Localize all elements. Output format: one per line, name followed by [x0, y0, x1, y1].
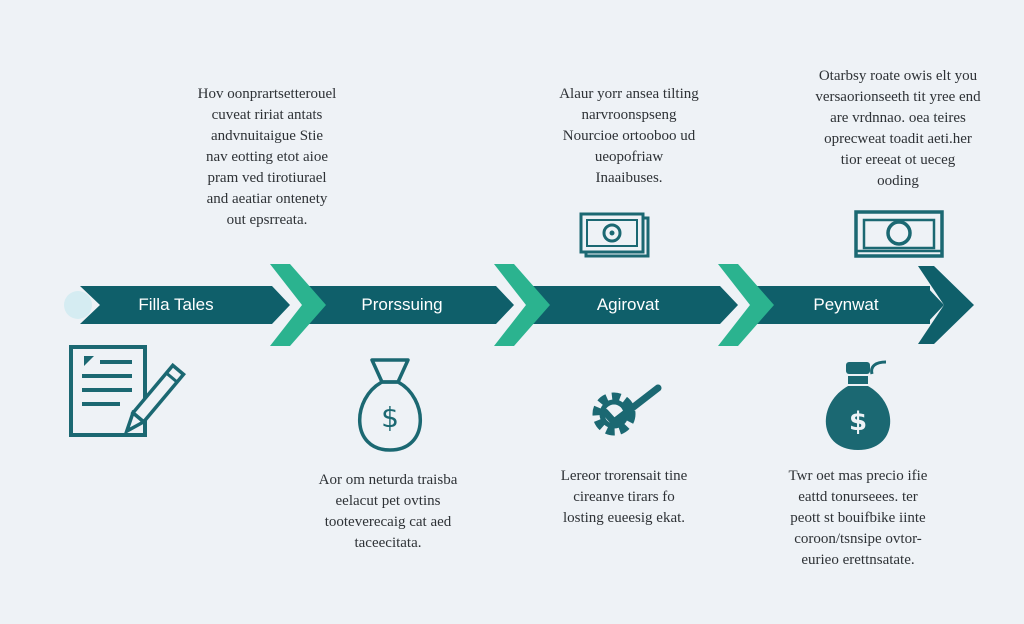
desc-line: Inaaibuses.	[595, 170, 663, 186]
cash-stack-icon	[579, 212, 650, 258]
desc-line: ueopofriaw	[594, 149, 664, 165]
money-bag-outline-icon: $	[358, 358, 422, 452]
chevron-3	[718, 264, 774, 346]
desc-line: coroon/tsnsipe ovtor-	[794, 531, 922, 547]
stage-label-3: Agirovat	[596, 295, 660, 314]
desc-line: versaorionseeth tit yree end	[815, 89, 981, 105]
desc-line: and aeatiar ontenety	[206, 191, 328, 207]
desc-line: ooding	[877, 173, 919, 189]
svg-text:$: $	[381, 401, 399, 434]
arrow-segment-1	[80, 286, 290, 324]
desc-line: taceecitata.	[354, 535, 422, 551]
svg-text:$: $	[849, 407, 867, 437]
desc-line: Lereor trorensait tine	[560, 468, 688, 484]
start-glow	[64, 291, 92, 319]
stage-label-4: Peynwat	[813, 295, 879, 314]
chevron-2	[494, 264, 550, 346]
gear-check-icon	[592, 384, 662, 436]
desc-line: Nourcioe ortooboo ud	[562, 128, 696, 144]
desc-line: cireanve tirars fo	[573, 489, 675, 505]
desc-line: tooteverecaig cat aed	[324, 514, 452, 530]
desc-line: Twr oet mas precio ifie	[788, 468, 928, 484]
bottom-description-stage3: Lereor trorensait tine cireanve tirars f…	[514, 466, 734, 529]
desc-line: eelacut pet ovtins	[335, 493, 441, 509]
top-description-stage4: Otarbsy roate owis elt you versaorionsee…	[780, 66, 1016, 192]
chevron-1	[270, 264, 326, 346]
document-pencil-icon	[69, 345, 186, 437]
stage-label-1: Filla Tales	[138, 295, 214, 314]
desc-line: pram ved tirotiurael	[207, 170, 327, 186]
desc-line: cuveat ririat antats	[211, 107, 323, 123]
desc-line: andvnuitaigue Stie	[210, 128, 324, 144]
desc-line: Aor om neturda traisba	[318, 472, 458, 488]
money-bag-solid-icon: $	[825, 360, 891, 450]
arrow-head-fill	[926, 286, 944, 324]
desc-line: out epsrreata.	[226, 212, 308, 228]
desc-line: eattd tonurseees. ter	[798, 489, 918, 505]
desc-line: are vrdnnao. oea teires	[830, 110, 966, 126]
desc-line: eurieo erettnsatate.	[801, 552, 915, 568]
bottom-description-stage2: Aor om neturda traisba eelacut pet ovtin…	[278, 470, 498, 554]
desc-line: Otarbsy roate owis elt you	[818, 68, 978, 84]
desc-line: nav eotting etot aioe	[205, 149, 329, 165]
arrow-segment-2	[296, 286, 514, 324]
cash-banknote-icon	[854, 210, 944, 258]
desc-line: peott st bouifbike iinte	[790, 510, 926, 526]
top-description-stage3: Alaur yorr ansea tilting narvroonspseng …	[514, 84, 744, 189]
arrow-final-body	[744, 286, 930, 324]
arrow-segment-3	[520, 286, 738, 324]
arrow-head	[918, 266, 974, 344]
desc-line: Alaur yorr ansea tilting	[559, 86, 699, 102]
desc-line: narvroonspseng	[581, 107, 677, 123]
desc-line: oprecweat toadit aeti.her	[824, 131, 972, 147]
stage-label-2: Prorssuing	[361, 295, 443, 314]
desc-line: losting eueesig ekat.	[562, 510, 686, 526]
desc-line: tior ereeat ot ueceg	[840, 152, 956, 168]
desc-line: Hov oonprartsetterouel	[197, 86, 337, 102]
bottom-description-stage4: Twr oet mas precio ifie eattd tonurseees…	[748, 466, 968, 571]
top-description-stage1: Hov oonprartsetterouel cuveat ririat ant…	[152, 84, 382, 231]
